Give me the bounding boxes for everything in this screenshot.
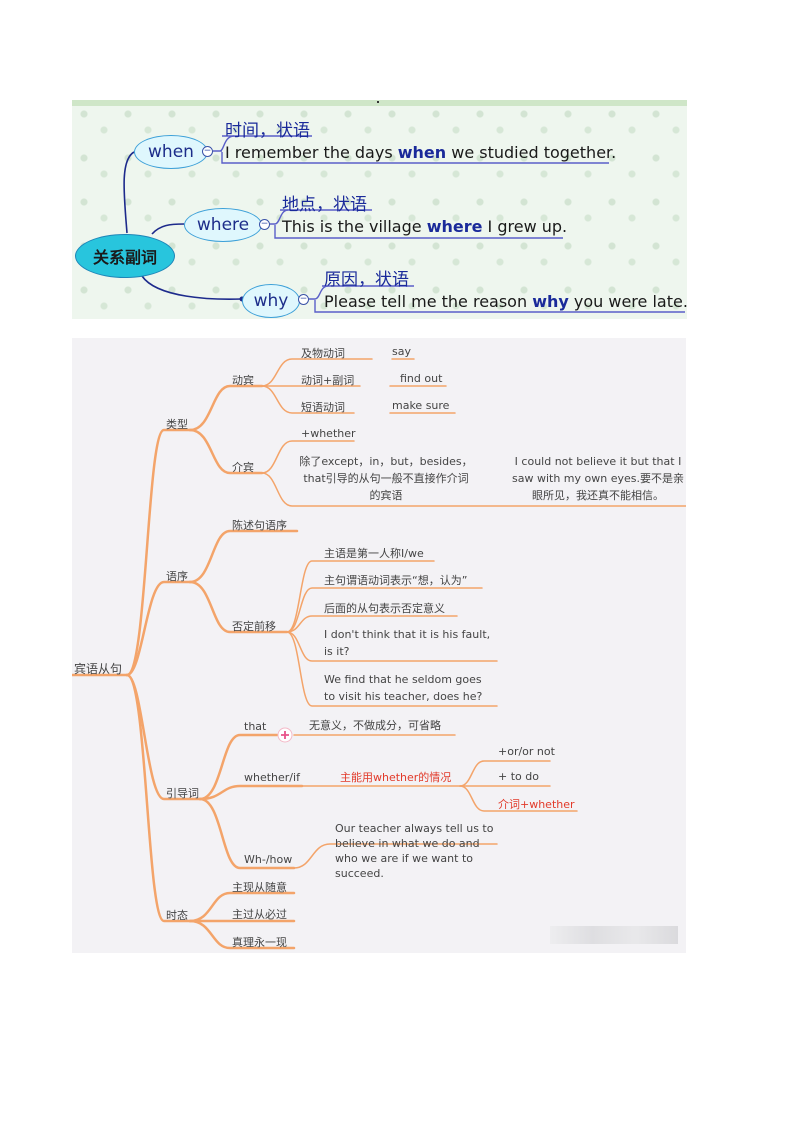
branch-whether-if [198,784,304,801]
wh-label: Wh-/how [244,853,293,866]
branch-dongbin [188,384,264,432]
jiebin-example: I could not believe it but that I saw wi… [512,455,684,502]
jiebin-label: 介宾 [232,461,254,474]
dongbin-row-1-example: say [392,345,411,358]
shitai-item-3: 真理永一现 [232,936,287,949]
dongbin-row-2-example: find out [400,372,443,385]
when-node: when [134,135,208,169]
when-collapse-icon[interactable]: − [202,146,213,157]
that-expand-plus-icon [277,727,293,743]
where-node: where [184,208,262,242]
why-collapse-icon[interactable]: − [298,294,309,305]
branch-leixing [125,428,192,677]
leaf-line-jiebin-note [261,472,686,507]
dongbin-row-3-label: 短语动词 [301,401,345,414]
relative-adverb-root-node: 关系副词 [75,234,175,278]
fouding-item-3: 后面的从句表示否定意义 [324,602,445,615]
leixing-label: 类型 [166,418,188,431]
leaf-line-jiebin-whether [261,440,355,474]
branch-chenshu [188,529,299,584]
branch-jiebin [188,428,264,475]
leaf-line-whether-3 [459,785,578,812]
fouding-item-2: 主句谓语动词表示“想，认为” [324,574,468,587]
object-clause-mindmap: 宾语从句 类型 动宾 及物动词 say 动词+副词 find out 短语动词 … [72,338,686,953]
underline-when [221,152,609,164]
where-label: 地点，状语 [282,195,367,215]
why-sentence: Please tell me the reason why you were l… [324,292,687,311]
branch-yindaoci [125,673,202,801]
why-label: 原因，状语 [324,270,409,290]
whether-if-item-3: 介词+whether [498,798,575,811]
leaf-line-fouding-5 [286,631,498,707]
where-collapse-icon[interactable]: − [259,219,270,230]
jiebin-whether: +whether [301,427,356,440]
stray-dot [377,101,379,103]
when-label: 时间，状语 [225,121,310,141]
whether-if-note: 主能用whether的情况 [340,771,452,784]
branch-shitai [125,673,192,923]
yindaoci-label: 引导词 [166,787,199,800]
connector-root-why [141,275,243,300]
leaf-line-dongbin-1 [261,358,415,387]
jiebin-note: 除了except，in，but，besides，that引导的从句一般不直接作介… [299,455,473,502]
dongbin-label: 动宾 [232,374,254,387]
leaf-line-fouding-2 [286,587,483,633]
dongbin-row-1-label: 及物动词 [301,347,345,360]
whether-if-label: whether/if [244,771,300,784]
why-node: why [242,284,300,318]
that-note: 无意义，不做成分，可省略 [309,719,441,732]
object-clause-root: 宾语从句 [74,662,123,676]
that-label: that [244,720,267,733]
relative-adverb-mindmap: 关系副词 when − 时间，状语 I remember the days wh… [72,100,687,319]
whether-if-item-1: +or/or not [498,745,555,758]
where-sentence: This is the village where I grew up. [282,217,568,236]
shitai-item-1: 主现从随意 [232,881,287,894]
leaf-line-whether-1 [459,760,551,787]
branch-yuxu [125,580,192,677]
leaf-line-dongbin-3 [261,385,456,414]
leaf-line-fouding-3 [286,615,458,633]
panel-top-border [72,100,687,106]
leaf-line-wh-example [293,843,498,869]
fouding-label: 否定前移 [232,620,276,633]
fouding-item-4: I don't think that it is his fault, is i… [324,628,491,658]
object-clause-connectors [72,358,686,950]
wh-example: Our teacher always tell us to believe in… [335,822,494,880]
branch-wh [198,797,296,870]
branch-fouding [188,580,289,634]
connector-root-when [123,151,135,234]
connector-root-where [151,223,185,235]
yuxu-label: 语序 [166,570,188,583]
underline-why [314,300,685,313]
fouding-item-1: 主语是第一人称I/we [324,547,424,560]
blurred-watermark [550,926,678,944]
shitai-label: 时态 [166,909,188,922]
branch-that [198,733,279,801]
when-sentence: I remember the days when we studied toge… [225,143,617,162]
fouding-item-5: We find that he seldom goes to visit his… [324,673,483,703]
chenshu-label: 陈述句语序 [232,519,287,532]
leaf-line-fouding-4 [286,631,498,662]
branch-shitai-3 [188,919,296,950]
dongbin-row-3-example: make sure [392,399,450,412]
leaf-line-fouding-1 [286,560,435,633]
dongbin-row-2-label: 动词+副词 [301,374,355,387]
underline-where [274,225,563,239]
shitai-item-2: 主过从必过 [232,908,287,921]
whether-if-item-2: + to do [498,770,539,783]
